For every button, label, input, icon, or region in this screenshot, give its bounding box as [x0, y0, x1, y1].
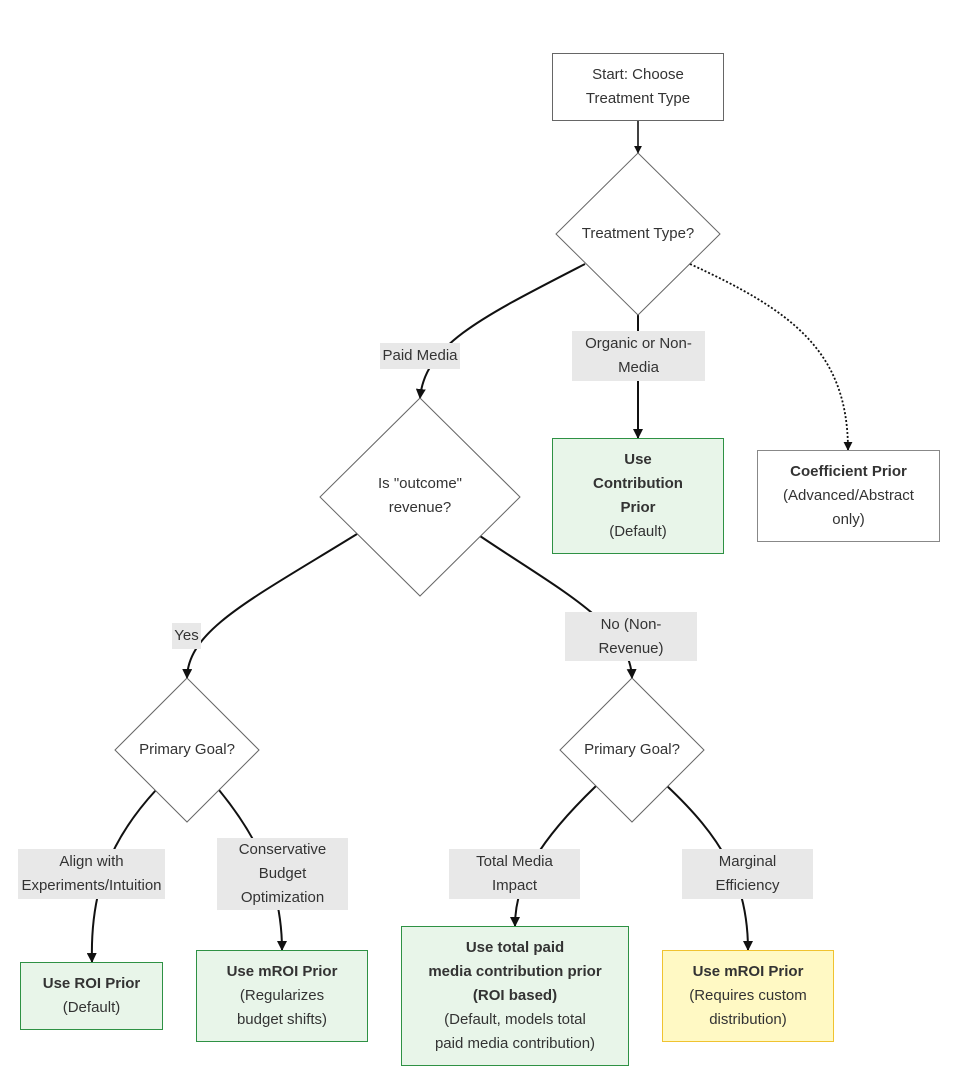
coefficient-prior-note-line1: (Advanced/Abstract	[783, 487, 914, 504]
total-paid-prior-note-line1: (Default, models total	[444, 1011, 586, 1028]
treatment-type-diamond	[555, 152, 721, 316]
edge-label-conservative-line3: Optimization	[240, 889, 325, 906]
coefficient-prior-node: Coefficient Prior (Advanced/Abstract onl…	[757, 450, 940, 542]
contribution-prior-note: (Default)	[609, 523, 667, 540]
total-paid-prior-title-line1: Use total paid	[465, 939, 565, 956]
edge-label-align-line2: Experiments/Intuition	[21, 877, 162, 894]
start-text-line1: Start: Choose	[592, 66, 684, 83]
coefficient-prior-note-line2: only)	[832, 511, 865, 528]
edge-label-yes: Yes	[172, 623, 201, 649]
edge-label-align-experiments: Align with Experiments/Intuition	[18, 849, 165, 899]
goal-right-diamond	[559, 677, 705, 823]
edge-label-total-media-line1: Total Media	[476, 853, 553, 870]
start-text-line2: Treatment Type	[585, 90, 691, 107]
contribution-prior-node: Use Contribution Prior (Default)	[552, 438, 724, 554]
edge-label-marginal-line1: Marginal	[718, 853, 777, 870]
contribution-prior-title-line1: Use	[624, 451, 652, 468]
edge-label-total-media-impact: Total Media Impact	[449, 849, 580, 899]
edge-label-no-non-revenue: No (Non- Revenue)	[565, 612, 697, 661]
edge-label-no-line1: No (Non-	[600, 615, 662, 633]
edge-label-conservative-budget: Conservative Budget Optimization	[217, 838, 348, 910]
roi-prior-note: (Default)	[62, 999, 121, 1016]
edge-label-conservative-line1: Conservative	[238, 841, 327, 858]
edge-yes	[182, 533, 358, 679]
total-paid-prior-node: Use total paid media contribution prior …	[401, 926, 629, 1066]
mroi-prior-right-node: Use mROI Prior (Requires custom distribu…	[662, 950, 834, 1042]
edge-label-organic: Organic or Non- Media	[572, 331, 705, 381]
edge-label-conservative-line2: Budget	[258, 865, 307, 882]
mroi-prior-left-title: Use mROI Prior	[226, 963, 338, 980]
edge-label-paid-media-text: Paid Media	[382, 347, 458, 364]
outcome-revenue-diamond	[319, 397, 521, 597]
mroi-prior-left-note-line2: budget shifts)	[236, 1011, 328, 1028]
edge-advanced	[689, 263, 853, 451]
edge-label-marginal-efficiency: Marginal Efficiency	[682, 849, 813, 899]
mroi-prior-left-note-line1: (Regularizes	[239, 987, 325, 1004]
total-paid-prior-note-line2: paid media contribution)	[434, 1035, 596, 1052]
edge-label-no-line2: Revenue)	[598, 639, 664, 657]
coefficient-prior-title: Coefficient Prior	[790, 463, 907, 480]
edge-label-organic-line1: Organic or Non-	[585, 335, 692, 352]
mroi-prior-left-node: Use mROI Prior (Regularizes budget shift…	[196, 950, 368, 1042]
edge-label-yes-text: Yes	[174, 627, 199, 644]
total-paid-prior-title-line2: media contribution prior	[428, 963, 602, 980]
edge-paid-media	[415, 263, 586, 399]
contribution-prior-title-line3: Prior	[620, 499, 656, 516]
total-paid-prior-title-line3: (ROI based)	[472, 987, 558, 1004]
edge-label-marginal-line2: Efficiency	[715, 877, 780, 894]
mroi-prior-right-note-line1: (Requires custom	[689, 987, 807, 1004]
contribution-prior-title-line2: Contribution	[593, 475, 683, 492]
roi-prior-node: Use ROI Prior (Default)	[20, 962, 163, 1030]
mroi-prior-right-title: Use mROI Prior	[692, 963, 804, 980]
start-node: Start: Choose Treatment Type	[552, 53, 724, 121]
roi-prior-title: Use ROI Prior	[42, 975, 141, 992]
edge-label-align-line1: Align with	[59, 853, 124, 870]
goal-left-diamond	[114, 677, 260, 823]
edge-label-organic-line2: Media	[618, 359, 659, 376]
edge-label-paid-media: Paid Media	[380, 343, 460, 369]
edge-label-total-media-line2: Impact	[491, 877, 537, 894]
mroi-prior-right-note-line2: distribution)	[709, 1011, 787, 1028]
